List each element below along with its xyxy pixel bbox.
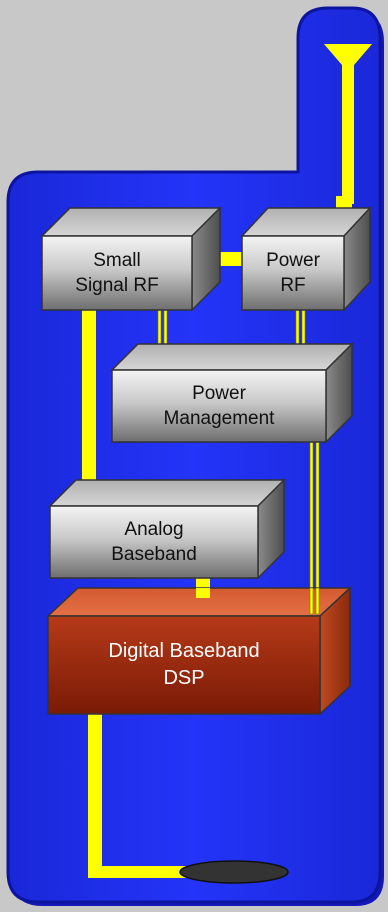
power-rf-label: Power RF bbox=[242, 236, 344, 310]
dsp-to-speaker-connector bbox=[88, 712, 190, 878]
small-rf-to-analog-connector bbox=[82, 306, 96, 486]
analog-baseband-block bbox=[48, 478, 286, 580]
small-signal-rf-line2: Signal RF bbox=[75, 275, 159, 296]
power-management-label: Power Management bbox=[112, 370, 326, 442]
power-rf-line1: Power bbox=[266, 250, 320, 271]
small-signal-rf-label: Small Signal RF bbox=[42, 236, 192, 310]
analog-baseband-label: Analog Baseband bbox=[50, 506, 258, 578]
digital-baseband-line2: DSP bbox=[163, 667, 205, 689]
analog-baseband-line1: Analog bbox=[124, 519, 184, 540]
analog-baseband-line2: Baseband bbox=[111, 544, 197, 565]
dsp-top-lines bbox=[196, 587, 320, 615]
small-signal-rf-block bbox=[40, 206, 222, 312]
digital-baseband-line1: Digital Baseband bbox=[108, 640, 260, 662]
speaker bbox=[179, 860, 289, 884]
digital-baseband-dsp-block bbox=[46, 586, 352, 716]
power-rf-line2: RF bbox=[280, 275, 306, 296]
power-rf-block bbox=[240, 206, 372, 312]
power-management-block bbox=[110, 342, 354, 444]
antenna bbox=[324, 44, 372, 204]
power-management-line2: Management bbox=[163, 408, 275, 429]
digital-baseband-label: Digital Baseband DSP bbox=[48, 616, 320, 714]
small-signal-rf-line1: Small bbox=[93, 250, 141, 271]
power-management-line1: Power bbox=[192, 383, 246, 404]
phone-body bbox=[6, 6, 384, 906]
